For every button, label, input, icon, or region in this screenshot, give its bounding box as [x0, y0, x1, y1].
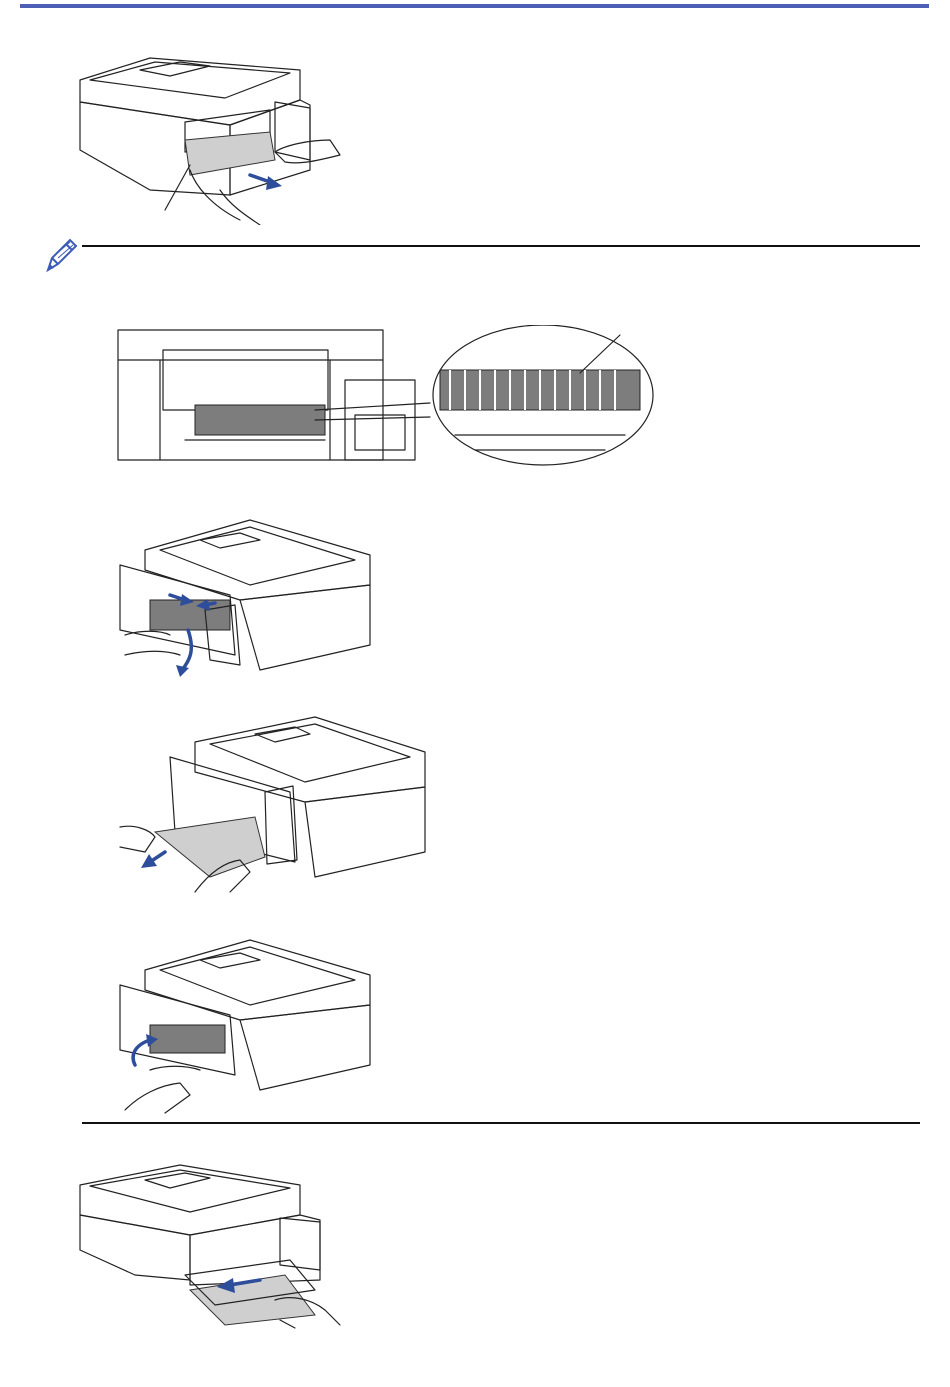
note-end-divider: [82, 1122, 920, 1124]
illustration-inside-rollers: [115, 325, 660, 470]
illustration-pull-paper-back: [115, 712, 435, 897]
illustration-push-tray: [75, 1160, 345, 1330]
note-divider: [82, 245, 920, 247]
illustration-pull-paper-front: [70, 40, 350, 225]
illustration-close-jam-cover: [110, 935, 380, 1115]
pencil-note-icon: [40, 236, 80, 276]
illustration-open-jam-cover: [110, 515, 380, 680]
header-accent-bar: [20, 4, 929, 8]
